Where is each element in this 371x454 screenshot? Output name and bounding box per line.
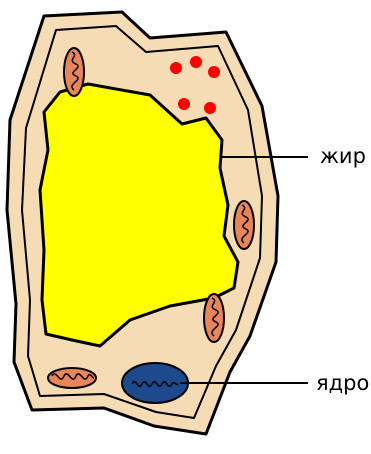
granule xyxy=(178,98,190,110)
fat-label: жир xyxy=(320,144,366,168)
nucleus-label: ядро xyxy=(316,371,369,395)
granule xyxy=(204,102,216,114)
mitochondrion-bottom-left xyxy=(48,368,96,388)
granule xyxy=(190,56,202,68)
mitochondrion-right-lower xyxy=(204,294,224,342)
mitochondrion-right-middle xyxy=(234,201,254,249)
granule xyxy=(170,62,182,74)
granule xyxy=(208,66,220,78)
nucleus xyxy=(122,363,188,403)
mitochondrion-top-left xyxy=(64,48,84,96)
